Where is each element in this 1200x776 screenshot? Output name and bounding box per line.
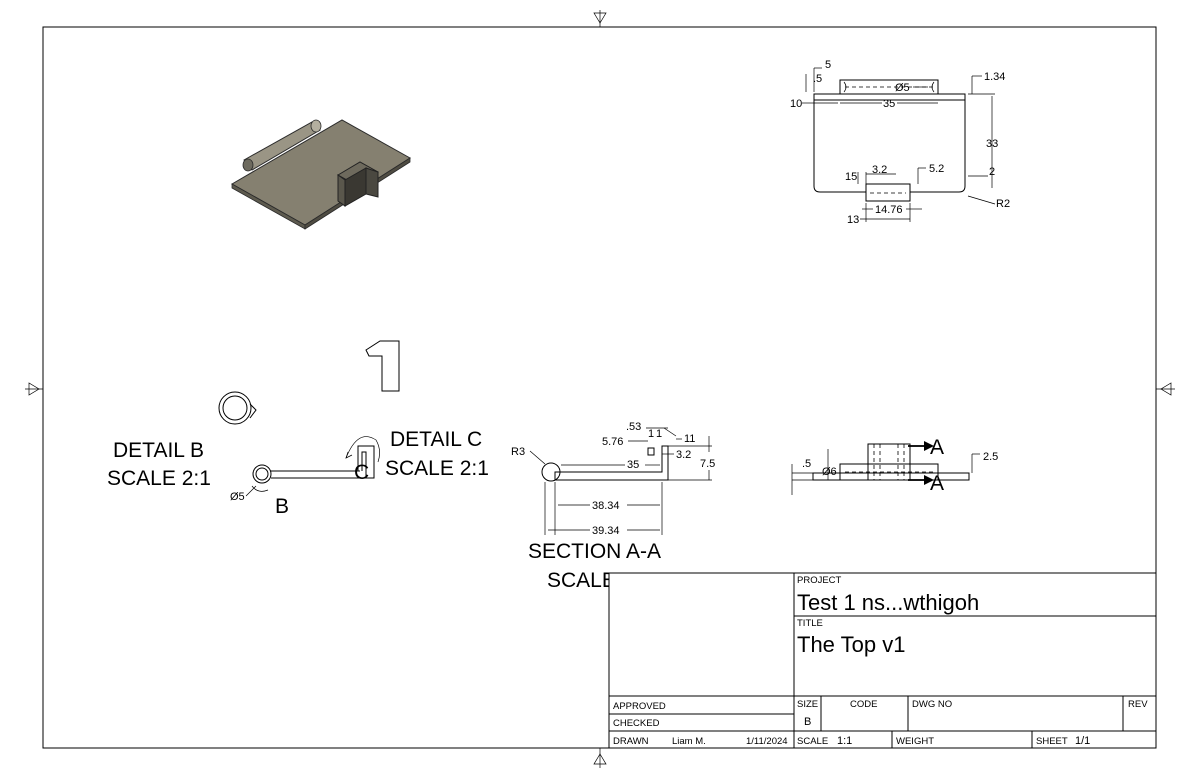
top-dim-r2: R2 [996, 198, 1010, 210]
top-dim-15: 15 [845, 171, 857, 183]
centering-marks [25, 10, 1175, 768]
section-dim-3934: 39.34 [592, 525, 620, 537]
detail-c-scale: SCALE 2:1 [385, 457, 489, 480]
front-dim-dia6: Ø6 [822, 466, 837, 478]
top-dim-2: 2 [989, 166, 995, 178]
section-dim-3834: 38.34 [592, 500, 620, 512]
front-view: .5 Ø6 2.5 [791, 441, 998, 495]
sheet-border [42, 26, 1157, 749]
tb-approved-label: APPROVED [613, 701, 666, 712]
top-dim-dia5: Ø5 [895, 82, 910, 94]
top-dim-134: 1.34 [984, 71, 1005, 83]
isometric-view [230, 119, 411, 230]
section-label-a-top: A [930, 436, 944, 459]
top-dim-52: 5.2 [929, 163, 944, 175]
section-dim-r3: R3 [511, 446, 525, 458]
front-dim-p5: .5 [802, 458, 811, 470]
tb-checked-label: CHECKED [613, 718, 660, 729]
section-dim-1a: 1 [648, 428, 654, 440]
section-dim-1b: 1 [656, 428, 662, 440]
section-dim-35: 35 [627, 459, 639, 471]
tb-drawn-date: 1/11/2024 [746, 736, 788, 747]
top-dim-13: 13 [847, 214, 859, 226]
section-dim-75: 7.5 [700, 458, 715, 470]
tb-scale-value: 1:1 [837, 735, 852, 747]
detail-b-title: DETAIL B [113, 439, 204, 462]
detail-c-title: DETAIL C [390, 428, 482, 451]
tb-size-label: SIZE [797, 699, 818, 710]
clip-outline [365, 340, 400, 392]
front-dim-25: 2.5 [983, 451, 998, 463]
tb-weight-label: WEIGHT [896, 736, 934, 747]
tb-project-value: Test 1 ns...wthigoh [797, 590, 979, 615]
tb-scale-label: SCALE [797, 736, 828, 747]
detail-c-marker: C [354, 461, 369, 484]
section-dim-576: 5.76 [602, 436, 623, 448]
section-title: SECTION A-A [528, 540, 661, 563]
section-dim-p53: .53 [626, 421, 641, 433]
tb-title-label: TITLE [797, 618, 823, 629]
side-view: Ø5 [230, 436, 380, 503]
top-view: 5 .5 10 35 Ø5 1.34 33 2 R2 15 3.2 5.2 14… [790, 59, 1010, 226]
tb-size-value: B [804, 716, 811, 728]
detail-b-circle [218, 391, 257, 425]
section-label-a-bottom: A [930, 472, 944, 495]
detail-b-dim-dia5: Ø5 [230, 491, 245, 503]
top-dim-35: 35 [883, 98, 895, 110]
tb-sheet-label: SHEET [1036, 736, 1068, 747]
tb-sheet-value: 1/1 [1075, 735, 1090, 747]
detail-b-scale: SCALE 2:1 [107, 467, 211, 490]
detail-b-marker: B [275, 495, 289, 518]
top-dim-33: 33 [986, 138, 998, 150]
section-a-a: R3 .53 5.76 1 1 11 3.2 7.5 35 38.34 39.3… [511, 421, 715, 537]
tb-dwg-no-label: DWG NO [912, 699, 952, 710]
tb-drawn-by: Liam M. [672, 736, 706, 747]
tb-drawn-label: DRAWN [613, 736, 649, 747]
section-dim-11: 11 [684, 433, 695, 445]
top-dim-5: 5 [825, 59, 831, 71]
top-dim-1476: 14.76 [875, 204, 903, 216]
tb-project-label: PROJECT [797, 575, 842, 586]
top-dim-10: 10 [790, 98, 802, 110]
top-dim-p5: .5 [813, 73, 822, 85]
top-dim-32: 3.2 [872, 164, 887, 176]
tb-title-value: The Top v1 [797, 632, 905, 657]
title-block: PROJECT Test 1 ns...wthigoh TITLE The To… [608, 572, 1157, 749]
section-dim-32: 3.2 [676, 449, 691, 461]
tb-code-label: CODE [850, 699, 877, 710]
tb-rev-label: REV [1128, 699, 1148, 710]
